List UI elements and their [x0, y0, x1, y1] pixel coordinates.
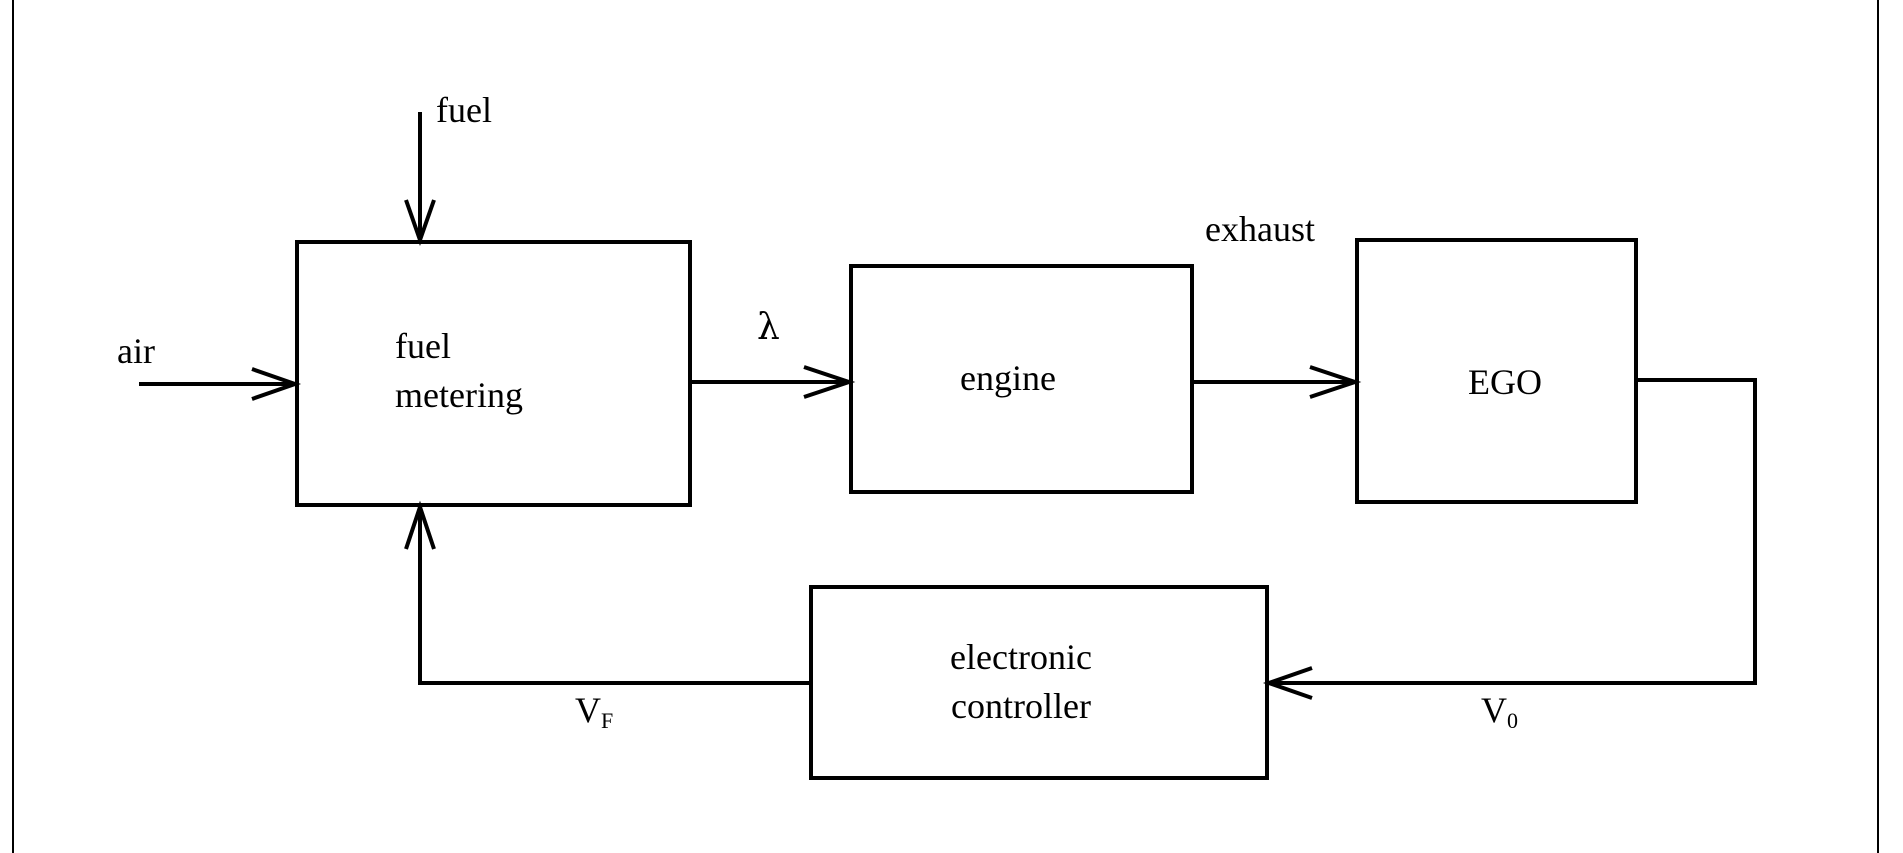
vf-signal-label: VF — [575, 690, 613, 733]
controller-label-line1: electronic — [950, 637, 1092, 677]
vf-main: V — [575, 690, 601, 730]
exhaust-arrowhead — [1309, 365, 1362, 399]
engine-block — [849, 264, 1194, 494]
lambda-arrowhead — [803, 365, 856, 399]
ego-block — [1355, 238, 1638, 504]
fuel-metering-label-line1: fuel — [395, 326, 451, 366]
vf-subscript: F — [601, 708, 613, 733]
v0-feedback-line — [1271, 378, 1757, 685]
exhaust-signal-label: exhaust — [1205, 209, 1315, 249]
v0-arrowhead — [1262, 666, 1313, 700]
fuel-metering-label-line2: metering — [395, 375, 523, 415]
fuel-input-arrowhead — [404, 199, 436, 247]
ego-label: EGO — [1468, 362, 1542, 402]
electronic-controller-block — [809, 585, 1269, 780]
fuel-metering-block — [295, 240, 692, 507]
controller-label-line2: controller — [951, 686, 1091, 726]
air-input-arrowhead — [251, 367, 302, 401]
engine-label: engine — [960, 358, 1056, 398]
vf-arrowhead — [404, 500, 436, 550]
v0-subscript: 0 — [1507, 708, 1518, 733]
vf-signal-line — [418, 509, 811, 685]
v0-main: V — [1481, 690, 1507, 730]
v0-signal-label: V0 — [1481, 690, 1518, 733]
lambda-signal-label: λ — [757, 307, 780, 348]
air-signal-label: air — [117, 331, 155, 371]
fuel-signal-label: fuel — [436, 90, 492, 130]
